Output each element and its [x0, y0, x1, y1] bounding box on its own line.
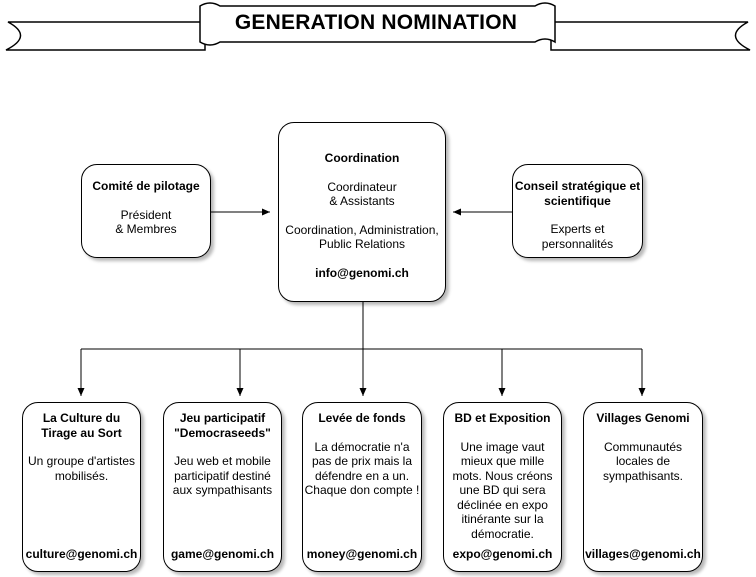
team-body: Jeu web et mobile participatif destiné a…	[172, 454, 273, 497]
conseil-title: Conseil stratégique et scientifique	[514, 179, 641, 208]
team-title: Villages Genomi	[596, 411, 690, 425]
team-body: La démocratie n'a pas de prix mais la dé…	[304, 439, 420, 498]
team-box-game: Jeu participatif "Democraseeds" Jeu web …	[163, 402, 282, 572]
team-email[interactable]: villages@genomi.ch	[585, 546, 701, 561]
team-title: Levée de fonds	[318, 411, 406, 425]
team-box-expo: BD et Exposition Une image vaut mieux qu…	[443, 402, 562, 572]
team-box-culture: La Culture du Tirage au Sort Un groupe d…	[22, 402, 141, 572]
team-box-money: Levée de fonds La démocratie n'a pas de …	[302, 402, 422, 572]
team-title: La Culture du Tirage au Sort	[41, 411, 122, 440]
comite-body: Président & Membres	[115, 207, 177, 237]
banner-ribbon	[5, 2, 751, 51]
team-email[interactable]: game@genomi.ch	[170, 546, 275, 561]
team-box-villages: Villages Genomi Communautés locales de s…	[583, 402, 703, 572]
team-title: BD et Exposition	[454, 411, 551, 425]
comite-box: Comité de pilotage Président & Membres	[81, 164, 211, 258]
team-email[interactable]: culture@genomi.ch	[25, 546, 138, 561]
conseil-body: Experts et personnalités	[541, 222, 614, 251]
team-body: Communautés locales de sympathisants.	[602, 439, 684, 483]
coordination-box: Coordination Coordinateur & Assistants C…	[278, 122, 446, 302]
banner-title: GENERATION NOMINATION	[234, 11, 518, 34]
coordination-functions: Coordination, Administration, Public Rel…	[285, 222, 439, 252]
team-body: Une image vaut mieux que mille mots. Nou…	[452, 439, 553, 541]
conseil-box: Conseil stratégique et scientifique Expe…	[512, 164, 643, 258]
coordination-title: Coordination	[324, 151, 400, 165]
team-title: Jeu participatif "Democraseeds"	[174, 411, 271, 440]
coordination-roles: Coordinateur & Assistants	[327, 179, 397, 209]
team-email[interactable]: expo@genomi.ch	[452, 546, 553, 561]
team-body: Un groupe d'artistes mobilisés.	[27, 454, 135, 483]
team-email[interactable]: money@genomi.ch	[306, 546, 418, 561]
comite-title: Comité de pilotage	[92, 179, 200, 193]
coordination-email[interactable]: info@genomi.ch	[315, 265, 409, 280]
